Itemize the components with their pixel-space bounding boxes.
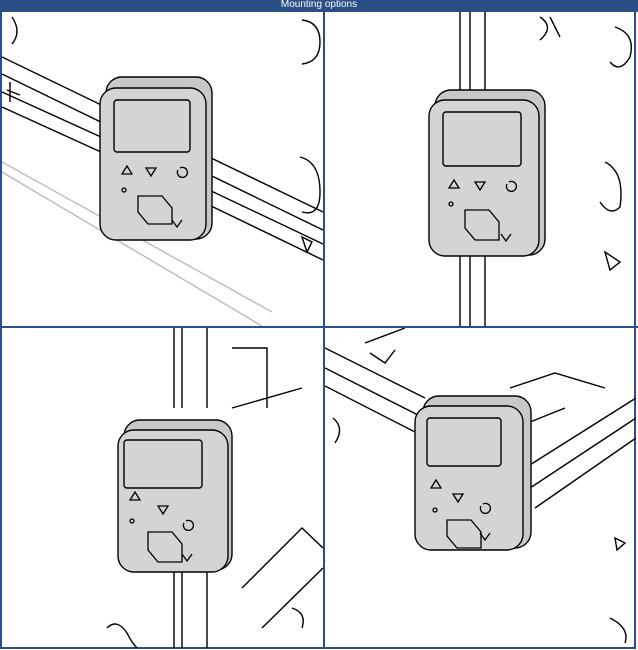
- grid-divider-horizontal: [0, 326, 638, 328]
- illustration-vertical-post-corner: [106, 328, 323, 648]
- grid-divider-vertical: [323, 12, 325, 649]
- illustration-horizontal-rail: [2, 16, 323, 326]
- illustration-vertical-rail: [428, 12, 633, 326]
- panel-horizontal-rail: [2, 12, 323, 326]
- header-title: Mounting options: [280, 0, 358, 10]
- panel-vertical-post-corner: [2, 328, 323, 648]
- illustration-grid: [0, 12, 636, 649]
- panel-vertical-rail: [325, 12, 636, 326]
- panel-horizontal-frame-corner: [325, 328, 636, 648]
- header-bar: Mounting options: [0, 0, 638, 12]
- illustration-horizontal-frame-corner: [325, 328, 636, 644]
